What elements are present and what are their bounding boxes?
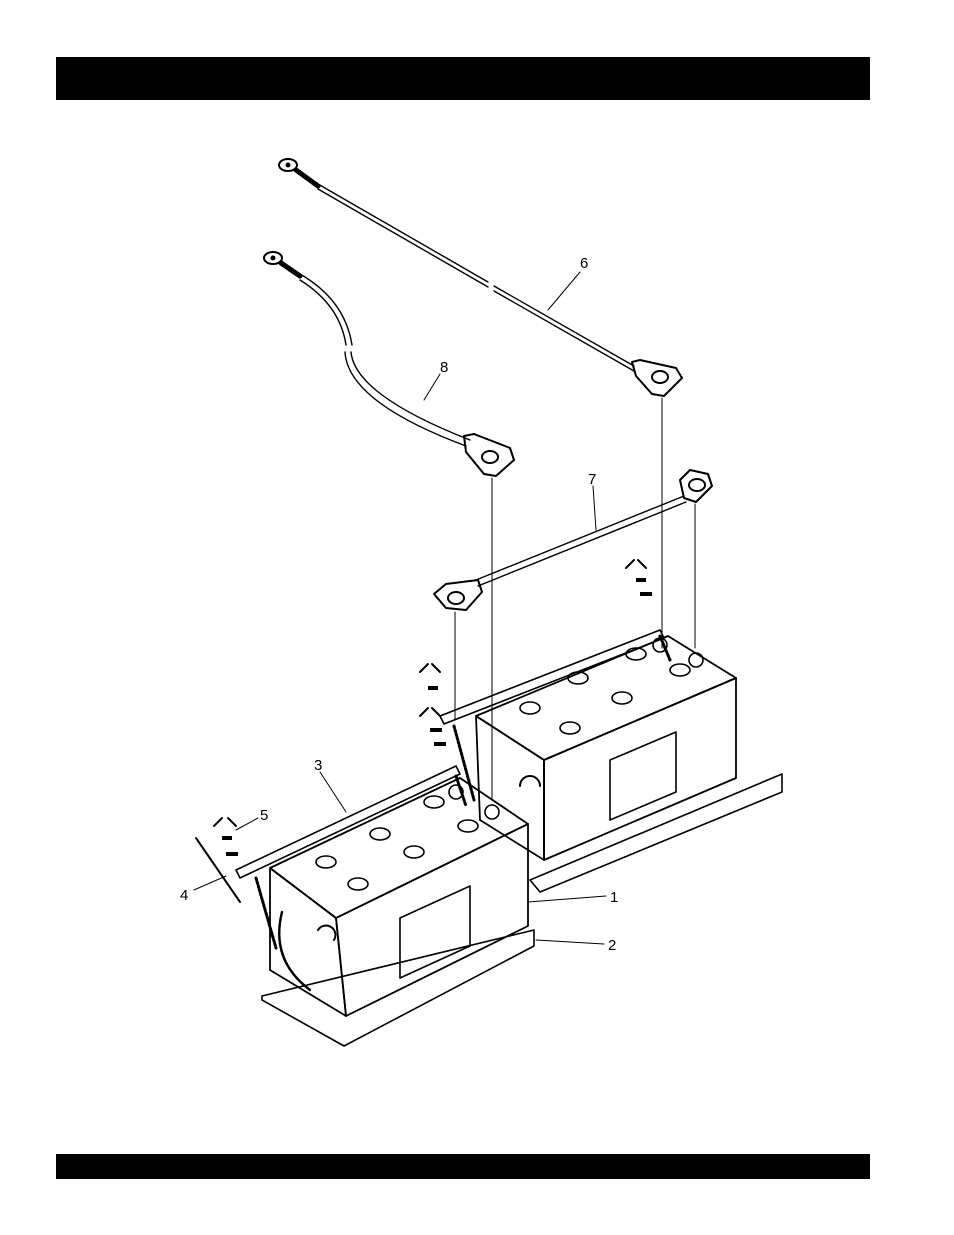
footer-text — [56, 1165, 68, 1185]
battery-rear — [476, 636, 782, 892]
cable-8-wire-c — [351, 352, 470, 440]
battery-rear-tray — [530, 774, 782, 892]
wing-nut-front — [214, 818, 236, 826]
cable-8-terminal-bolt — [482, 451, 498, 463]
cable-8-wire-b — [300, 280, 346, 345]
cable-6-wire-c — [494, 286, 634, 366]
cable-6-wire-b — [318, 189, 488, 287]
hold-down-front-bar — [236, 766, 460, 878]
wing-nut-mid-b — [420, 708, 440, 716]
callout-1: 1 — [610, 889, 618, 906]
battery-rear-side — [476, 716, 544, 860]
wing-nut-rear — [626, 560, 646, 568]
battery-front — [262, 778, 534, 1046]
cable-6-eyelet-hole — [286, 163, 291, 168]
callout-4-leader — [194, 876, 226, 890]
washer-front-a — [222, 836, 232, 840]
callout-8: 8 — [440, 359, 448, 376]
callout-4: 4 — [180, 887, 188, 904]
callout-1-leader — [528, 896, 606, 902]
hold-down-front-rod-left — [256, 878, 276, 948]
battery-front-label — [400, 886, 470, 978]
washer-front-b — [226, 852, 238, 856]
cable-7-bolt-right — [689, 479, 705, 491]
cable-8-eyelet-hole — [271, 256, 276, 261]
footer-bar — [56, 1154, 870, 1179]
battery-rear-terminal-b — [689, 653, 703, 667]
cable-7-wire-b — [478, 502, 686, 586]
callout-2-leader — [536, 940, 604, 944]
cable-6-wire-d — [494, 291, 634, 371]
cable-6 — [279, 159, 682, 648]
callout-5-leader — [236, 818, 258, 830]
cable-7-terminal-right — [680, 470, 712, 502]
hardware-group-mid — [420, 664, 446, 746]
callout-7: 7 — [588, 471, 596, 488]
battery-front-front — [336, 824, 528, 1016]
cable-6-terminal-clamp — [632, 360, 682, 396]
battery-front-terminal-b — [485, 805, 499, 819]
callout-5: 5 — [260, 807, 268, 824]
hold-down-rear — [440, 630, 670, 800]
hold-down-rear-bar — [440, 630, 664, 724]
cable-7-wire-a — [476, 496, 684, 580]
cable-6-wire-a — [318, 184, 488, 282]
callout-3: 3 — [314, 757, 322, 774]
battery-rear-label — [610, 732, 676, 820]
battery-front-caps — [316, 796, 478, 890]
hold-down-rear-rod-left — [454, 726, 474, 800]
callouts: 6 8 7 3 5 4 1 2 — [180, 255, 618, 954]
callout-7-leader — [593, 486, 596, 530]
battery-rear-front — [544, 678, 736, 860]
battery-front-handle — [318, 926, 335, 940]
callout-2: 2 — [608, 937, 616, 954]
cable-6-crimp — [296, 170, 318, 186]
hardware-group-front — [196, 818, 240, 902]
battery-front-tray — [262, 930, 534, 1046]
callout-3-leader — [320, 772, 346, 812]
callout-6-leader — [548, 272, 580, 310]
hardware-bracket-line — [196, 838, 240, 902]
cable-6-terminal-bolt — [652, 371, 668, 383]
battery-front-side — [270, 868, 346, 1016]
callout-8-leader — [424, 374, 440, 400]
cable-7-bolt-left — [448, 592, 464, 604]
battery-rear-handle — [520, 776, 540, 786]
hardware-group-rear — [626, 560, 652, 596]
wing-nut-mid-a — [420, 664, 440, 672]
cable-8-terminal-clamp — [464, 434, 514, 476]
cable-8-crimp — [281, 263, 300, 276]
cable-7-terminal-left — [434, 580, 482, 610]
callout-6: 6 — [580, 255, 588, 272]
